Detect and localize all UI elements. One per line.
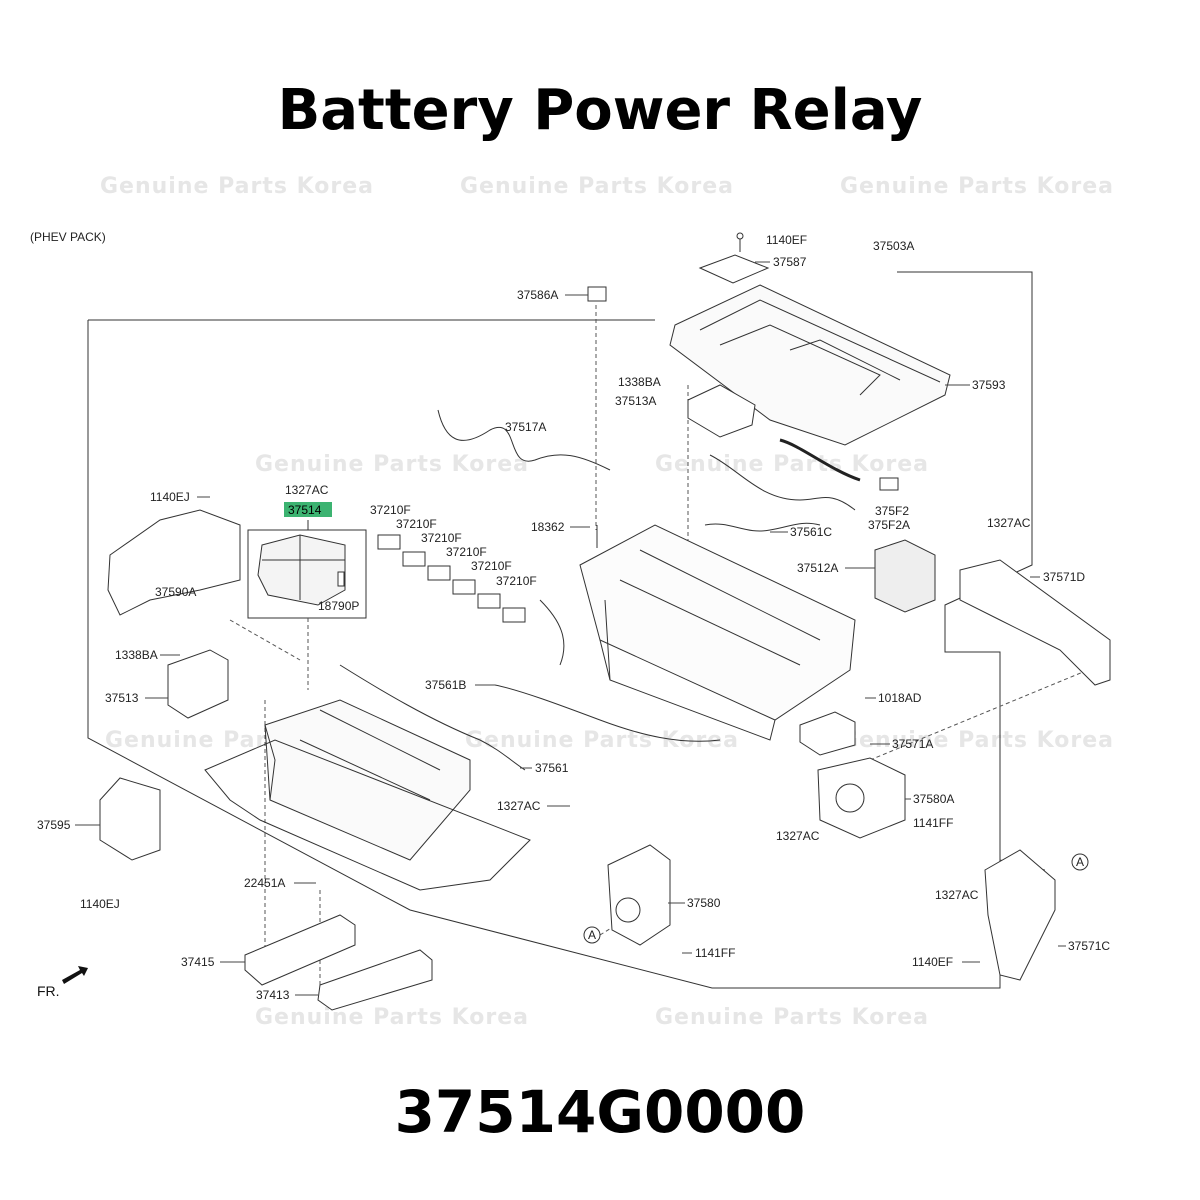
- part-label: 1327AC: [987, 516, 1031, 530]
- part-label: 37571A: [892, 737, 933, 751]
- part-label: 18362: [531, 520, 565, 534]
- part-label: 37413: [256, 988, 290, 1002]
- part-label: 1338BA: [618, 375, 661, 389]
- marker-a-text: A: [1076, 855, 1084, 869]
- cell-module-37512a: [874, 539, 936, 613]
- relay-37210f: [377, 534, 401, 550]
- part-label: 37503A: [873, 239, 914, 253]
- relay-37210f: [402, 551, 426, 567]
- part-label: 37595: [37, 818, 71, 832]
- part-label: 37561: [535, 761, 569, 775]
- part-label: 1327AC: [776, 829, 820, 843]
- part-label: 37561C: [790, 525, 832, 539]
- part-label: 37513: [105, 691, 139, 705]
- part-label: 37590A: [155, 585, 196, 599]
- part-label: 22451A: [244, 876, 285, 890]
- part-label: 37587: [773, 255, 807, 269]
- part-label: 1140EJ: [150, 490, 190, 504]
- part-label: 18790P: [318, 599, 359, 613]
- highlighted-part-label: 37514: [288, 503, 322, 517]
- part-label: 37571D: [1043, 570, 1085, 584]
- part-label: 37580: [687, 896, 721, 910]
- relay-37210f: [502, 607, 526, 623]
- watermark: Genuine Parts Korea: [255, 1005, 529, 1030]
- duct-37571d: [959, 559, 1111, 686]
- part-label: 37513A: [615, 394, 656, 408]
- plate-37413: [317, 949, 433, 1011]
- pack-type-label: (PHEV PACK): [30, 230, 106, 244]
- part-label: 1140EF: [912, 955, 953, 969]
- relay-37210f: [477, 593, 501, 609]
- watermark: Genuine Parts Korea: [840, 174, 1114, 199]
- part-label: 37415: [181, 955, 215, 969]
- part-label: 1140EJ: [80, 897, 120, 911]
- part-label: 1018AD: [878, 691, 922, 705]
- part-label: 37210F: [496, 574, 537, 588]
- watermark: Genuine Parts Korea: [655, 1005, 929, 1030]
- part-label: 1140EF: [766, 233, 807, 247]
- duct-37571c: [984, 849, 1056, 981]
- reference-marker-a: A: [1071, 853, 1089, 871]
- harness-37561b: [494, 684, 721, 742]
- watermark: Genuine Parts Korea: [840, 728, 1114, 753]
- pack-outline: [87, 271, 1033, 989]
- part-label: 37517A: [505, 420, 546, 434]
- battery-module-tray: [579, 524, 856, 721]
- plate-37415: [244, 914, 356, 986]
- battery-tray: [204, 739, 531, 891]
- watermark: Genuine Parts Korea: [655, 452, 929, 477]
- part-label: 1141FF: [695, 946, 735, 960]
- part-label: 1327AC: [497, 799, 541, 813]
- part-label: 37210F: [421, 531, 462, 545]
- part-label: 1327AC: [285, 483, 329, 497]
- part-label: 1141FF: [913, 816, 953, 830]
- part-label: 37210F: [446, 545, 487, 559]
- front-arrow: [62, 966, 88, 984]
- front-direction-label: FR.: [37, 983, 60, 999]
- part-label: 37210F: [471, 559, 512, 573]
- part-label: 37586A: [517, 288, 558, 302]
- page-title: Battery Power Relay: [277, 78, 923, 143]
- bms-37513a: [687, 384, 756, 438]
- fuse-18790p: [337, 571, 345, 587]
- relay-37210f: [427, 565, 451, 581]
- part-label: 37210F: [396, 517, 437, 531]
- protector-37590a: [107, 509, 241, 616]
- relay-callout-box: [247, 529, 367, 619]
- blower-37580a: [817, 757, 906, 839]
- duct-37571a: [799, 711, 856, 756]
- marker-a-text: A: [588, 928, 596, 942]
- part-label: 37210F: [370, 503, 411, 517]
- part-label: 37593: [972, 378, 1006, 392]
- part-label: 37571C: [1068, 939, 1110, 953]
- part-label: 37561B: [425, 678, 466, 692]
- watermark: Genuine Parts Korea: [255, 452, 529, 477]
- blower-37580: [607, 844, 671, 946]
- part-label: 375F2: [875, 504, 909, 518]
- part-number: 37514G0000: [394, 1078, 806, 1146]
- watermark: Genuine Parts Korea: [100, 174, 374, 199]
- fuse-375f2: [879, 477, 899, 491]
- relay-37210f: [452, 579, 476, 595]
- part-label: 1327AC: [935, 888, 979, 902]
- pack-cover: [669, 284, 951, 446]
- bms-37513: [167, 649, 229, 719]
- protector-37595: [99, 777, 161, 861]
- part-label: 375F2A: [868, 518, 910, 532]
- part-label: 37580A: [913, 792, 954, 806]
- battery-power-relay: [257, 534, 346, 606]
- watermark: Genuine Parts Korea: [460, 174, 734, 199]
- connector-37586a: [587, 286, 607, 302]
- service-plate: [698, 254, 770, 284]
- watermark: Genuine Parts Korea: [465, 728, 739, 753]
- highlight-badge: [284, 502, 332, 517]
- part-label: 37512A: [797, 561, 838, 575]
- part-label: 1338BA: [115, 648, 158, 662]
- reference-marker-a: A: [583, 926, 601, 944]
- harness-37517a: [437, 409, 611, 471]
